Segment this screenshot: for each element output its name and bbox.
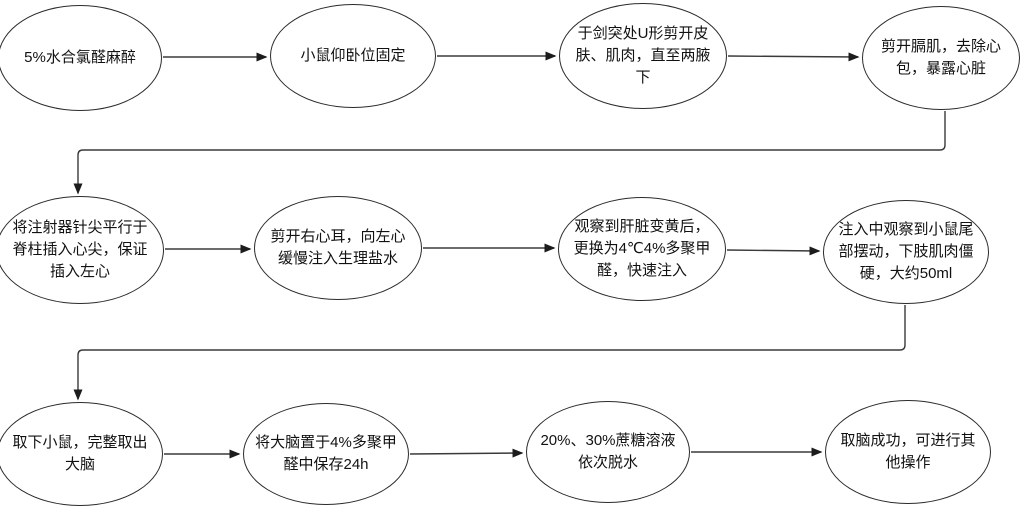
node-label: 将大脑置于4%多聚甲醛中保存24h [255,434,397,473]
arrow-7-8 [726,246,821,256]
node-label: 于剑突处U形剪开皮肤、肌肉，直至两腋下 [575,25,711,86]
node-label: 剪开右心耳，向左心缓慢注入生理盐水 [270,228,406,267]
node-label: 观察到肝脏变黄后，更换为4℃4%多聚甲醛，快速注入 [573,218,711,279]
flowchart-node-saline-perfusion: 剪开右心耳，向左心缓慢注入生理盐水 [254,196,422,300]
node-label: 20%、30%蔗糖溶液依次脱水 [540,432,676,471]
node-label: 小鼠仰卧位固定 [300,47,406,65]
node-label: 将注射器针尖平行于脊柱插入心尖，保证插入左心 [12,219,148,280]
flowchart-node-pfa-perfusion: 观察到肝脏变黄后，更换为4℃4%多聚甲醛，快速注入 [558,197,726,301]
flowchart-node-sucrose-dehydration: 20%、30%蔗糖溶液依次脱水 [526,401,690,503]
arrow-10-11 [409,448,524,458]
node-label: 取脑成功，可进行其他操作 [840,432,976,471]
flowchart-node-expose-heart: 剪开膈肌，去除心包，暴露心脏 [862,6,1020,110]
flowchart-node-needle-insertion: 将注射器针尖平行于脊柱插入心尖，保证插入左心 [0,196,164,304]
flowchart-node-u-incision: 于剑突处U形剪开皮肤、肌肉，直至两腋下 [559,3,727,109]
node-label: 取下小鼠，完整取出大脑 [12,434,148,473]
flowchart-node-perfusion-endpoint: 注入中观察到小鼠尾部摆动，下肢肌肉僵硬，大约50ml [823,200,989,304]
flowchart-node-anesthesia: 5%水合氯醛麻醉 [0,5,162,111]
node-label: 5%水合氯醛麻醉 [24,49,136,67]
node-label: 注入中观察到小鼠尾部摆动，下肢肌肉僵硬，大约50ml [838,221,974,282]
arrow-3-4 [727,52,860,62]
flowchart-node-supine-fixation: 小鼠仰卧位固定 [270,4,436,108]
node-label: 剪开膈肌，去除心包，暴露心脏 [880,38,1001,77]
arrow-8-9 [73,305,906,401]
flowchart-node-pfa-storage: 将大脑置于4%多聚甲醛中保存24h [243,403,409,505]
arrow-4-5 [73,111,946,195]
flowchart-node-extract-brain: 取下小鼠，完整取出大脑 [0,402,163,506]
flowchart-node-success: 取脑成功，可进行其他操作 [825,400,991,504]
